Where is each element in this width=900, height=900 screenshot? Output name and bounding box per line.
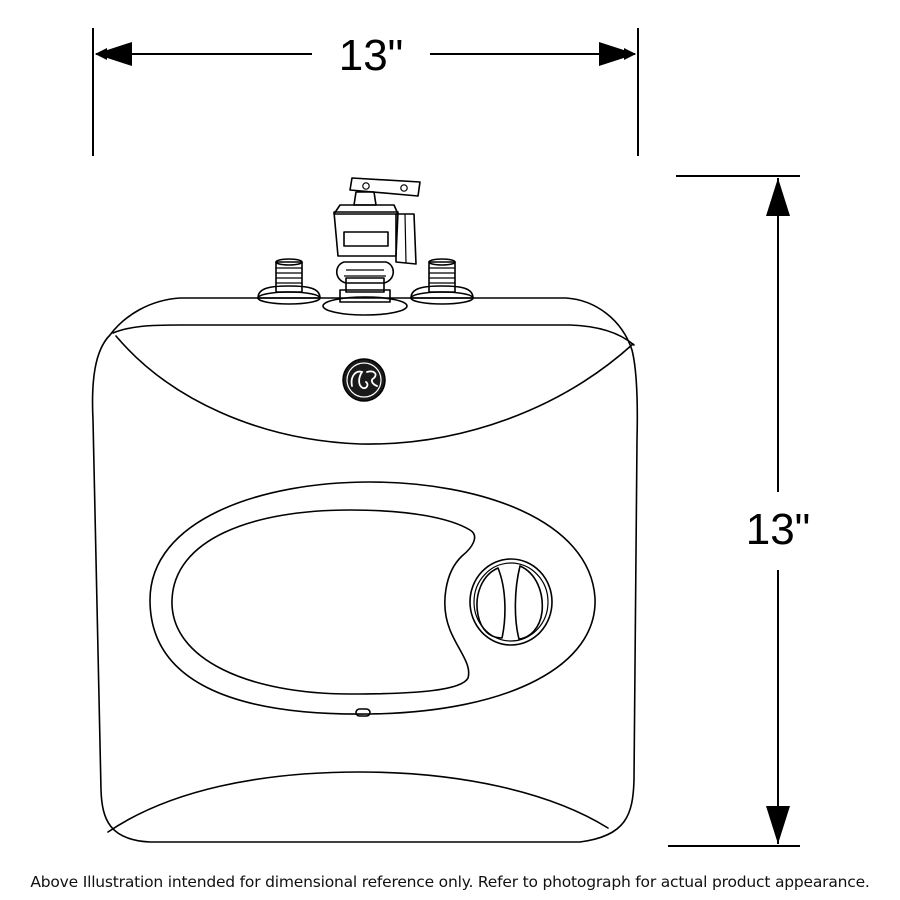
bottom-curve (107, 771, 609, 833)
height-label: 13" (746, 505, 811, 554)
top-dome-curve (115, 335, 634, 445)
temperature-knob (469, 558, 553, 646)
height-dimension: 13" (668, 175, 811, 847)
height-arrowhead-top (766, 178, 790, 216)
width-dimension: 13" (92, 28, 639, 156)
top-cap-edge (112, 324, 635, 346)
width-arrowhead-right (599, 42, 636, 66)
width-arrowhead-left (95, 42, 132, 66)
width-label: 13" (339, 31, 404, 80)
height-arrowhead-bottom (766, 806, 790, 844)
heater-body-outline (91, 297, 639, 843)
front-panel-outer (149, 481, 596, 715)
front-panel-window (171, 509, 476, 695)
water-heater (91, 177, 639, 843)
relief-valve (322, 177, 421, 316)
indicator-light (355, 708, 371, 717)
right-water-connection (410, 258, 474, 305)
disclaimer-footnote: Above Illustration intended for dimensio… (30, 873, 870, 891)
left-water-connection (257, 258, 321, 305)
ge-logo-icon (342, 358, 386, 402)
